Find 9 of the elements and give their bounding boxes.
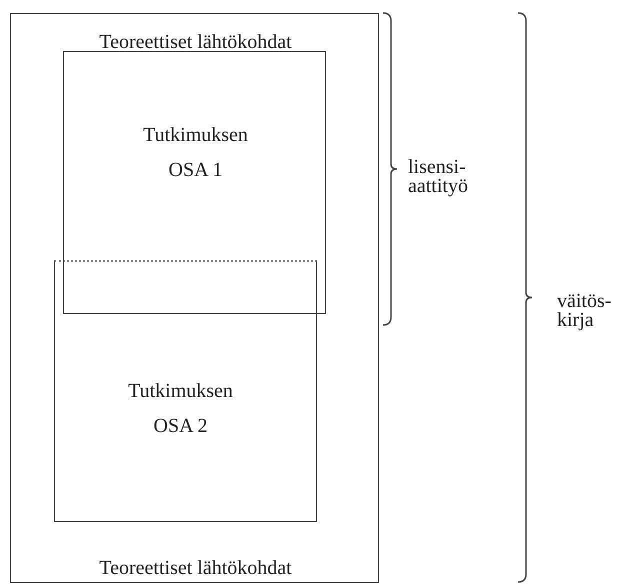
box-title: Tutkimuksen OSA 2 bbox=[127, 378, 234, 438]
section-box bbox=[62, 50, 326, 314]
box-title: Teoreettiset lähtökohdat bbox=[98, 556, 293, 580]
frame-box bbox=[10, 13, 379, 583]
box-title: Teoreettiset lähtökohdat bbox=[98, 30, 293, 54]
bracket-label: lisensi- aattityö bbox=[408, 158, 468, 196]
section-box bbox=[54, 260, 316, 522]
bracket-label: väitös- kirja bbox=[557, 292, 612, 330]
box-title: Tutkimuksen OSA 1 bbox=[142, 122, 249, 182]
